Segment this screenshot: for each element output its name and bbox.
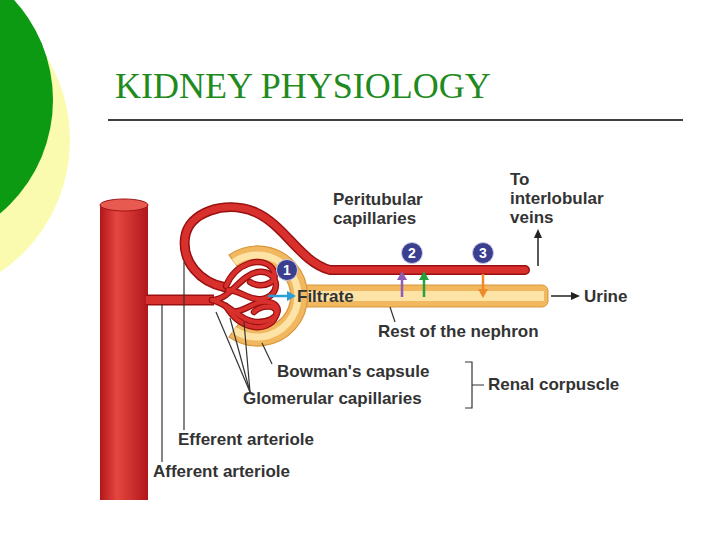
secretion-arrowhead <box>478 289 488 298</box>
slide-title: KIDNEY PHYSIOLOGY <box>115 66 491 106</box>
urine-arrow <box>551 295 572 297</box>
afferent-arteriole <box>146 296 214 304</box>
filtration-arrow <box>268 295 288 298</box>
callout-text: 2 <box>408 246 416 260</box>
vein-arrow <box>537 237 539 266</box>
leader-line <box>183 262 184 430</box>
part-label: Afferent arteriole <box>153 462 373 481</box>
leader-line <box>390 307 395 322</box>
bracket <box>465 362 484 408</box>
nephron-tubule <box>296 285 548 307</box>
vein-arrowhead <box>534 229 542 238</box>
leader-line <box>161 304 162 462</box>
artery-opening <box>100 199 148 211</box>
reabsorption-arrowhead <box>397 271 407 280</box>
leader-line <box>262 343 272 364</box>
reabsorption-arrowhead <box>419 271 429 280</box>
filtration-arrowhead <box>287 291 296 301</box>
part-label: Efferent arteriole <box>178 430 398 449</box>
callout-number: 3 <box>472 242 494 264</box>
part-label: Renal corpuscle <box>488 375 688 394</box>
slide-decoration <box>0 0 53 248</box>
callout-number: 1 <box>276 259 298 281</box>
urine-arrowhead <box>571 292 580 300</box>
part-label: Filtrate <box>297 287 417 306</box>
callout-number: 2 <box>401 242 423 264</box>
leader-lines <box>162 262 484 462</box>
part-label: Rest of the nephron <box>378 322 618 341</box>
leader-line <box>244 322 250 392</box>
reabsorption-arrow <box>423 279 426 297</box>
leader-line <box>216 312 250 392</box>
glomerular-loop <box>212 300 278 322</box>
reabsorption-arrow <box>401 279 404 297</box>
callout-text: 1 <box>283 263 291 277</box>
part-label: Urine <box>584 287 684 306</box>
afferent-arteriole <box>146 295 214 306</box>
title-rule <box>108 119 683 121</box>
part-label: Glomerular capillaries <box>243 389 473 408</box>
callout-text: 3 <box>479 246 487 260</box>
glomerulus-outline <box>212 262 278 327</box>
artery <box>100 205 148 500</box>
glomerular-loop <box>212 300 278 322</box>
glomerulus <box>212 262 278 327</box>
leader-line <box>230 318 250 392</box>
part-label: To interlobular veins <box>510 170 622 227</box>
secretion-arrow <box>482 274 485 290</box>
part-label: Peritubular capillaries <box>333 190 433 228</box>
glomerular-loop <box>226 306 277 327</box>
part-label: Bowman's capsule <box>277 362 477 381</box>
glomerular-loop <box>226 262 275 286</box>
